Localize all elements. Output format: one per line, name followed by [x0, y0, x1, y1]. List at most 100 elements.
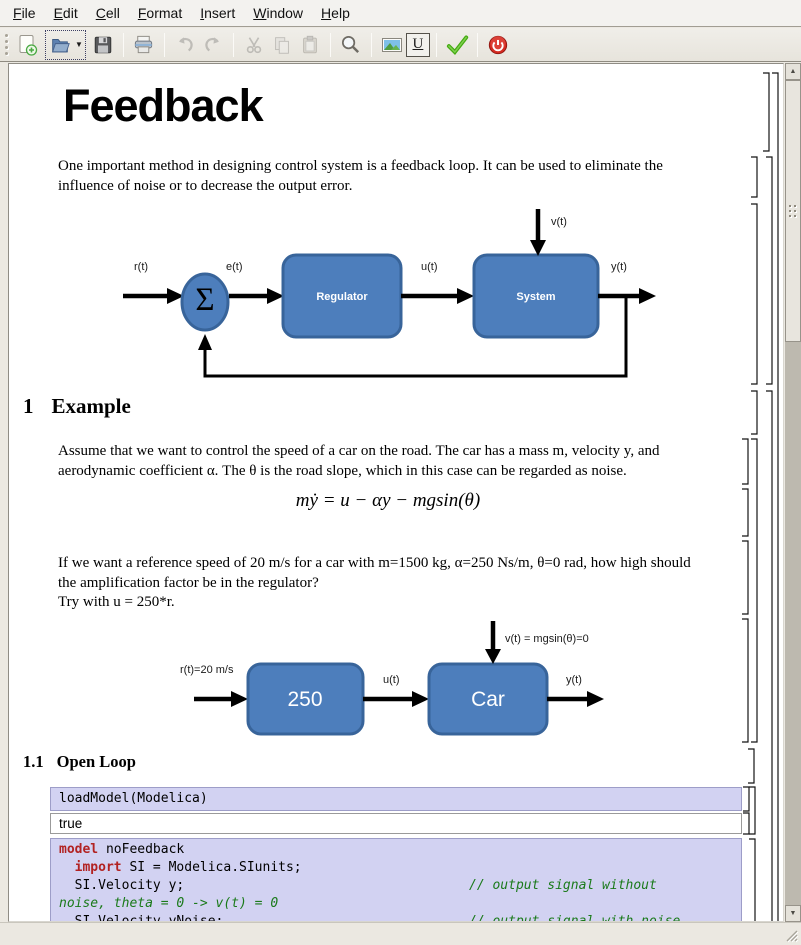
gain-block-label: 250 [287, 688, 323, 711]
copy-button [268, 31, 296, 59]
car-equation[interactable]: mẏ = u − αy − mgsin(θ) [295, 490, 481, 511]
diagram1-label-v: v(t) [551, 216, 567, 228]
intro-group-bracket [766, 156, 773, 385]
scroll-down-arrow-icon: ▼ [789, 910, 797, 917]
toolbar-separator [163, 32, 165, 57]
open-button-group: ▼ [45, 29, 86, 60]
printer-icon [135, 35, 153, 54]
paste-button [296, 31, 324, 59]
diagram2-label-u: u(t) [383, 674, 400, 686]
equation-cell-bracket [742, 488, 749, 537]
code-comment: // output signal with noise [469, 914, 681, 922]
scrollbar-thumb[interactable] [785, 80, 801, 342]
notebook-document: Feedback One important method in designi… [8, 63, 784, 922]
stop-button[interactable] [484, 31, 512, 59]
scissors-icon [246, 36, 262, 53]
loadmodel-group-bracket [749, 786, 756, 835]
diagram1-label-u: u(t) [421, 261, 438, 273]
intro-paragraph-cell-bracket [751, 156, 758, 198]
model-cell-bracket [749, 838, 756, 921]
toolbar-separator [435, 32, 437, 57]
diagram1-cell-bracket [751, 203, 758, 385]
open-file-button[interactable] [48, 31, 72, 59]
toolbar-separator [122, 32, 124, 57]
example-content-group-bracket [751, 438, 758, 743]
toolbar-separator [232, 32, 234, 57]
menu-help[interactable]: Help [321, 5, 350, 21]
open-loop-diagram-shapes [194, 621, 604, 736]
diagram1-label-r: r(t) [134, 261, 149, 273]
menu-cell[interactable]: Cell [95, 5, 120, 21]
page-title[interactable]: Feedback [63, 80, 264, 131]
keyword-model: model [59, 842, 99, 857]
green-check-icon [446, 34, 469, 55]
menu-file[interactable]: File [13, 5, 36, 21]
code-comment: // output signal without [469, 878, 657, 893]
new-document-icon [19, 34, 38, 56]
document-group-bracket [772, 72, 779, 921]
save-button[interactable] [89, 31, 117, 59]
menu-bar: File Edit Cell Format Insert Window Help [0, 0, 801, 27]
status-bar [0, 922, 801, 945]
output-cell-true[interactable]: true [50, 813, 742, 834]
example-heading-cell-bracket [751, 390, 758, 435]
feedback-diagram-shapes [123, 209, 656, 378]
assume-paragraph[interactable]: Assume that we want to control the speed… [58, 443, 660, 479]
scroll-up-button[interactable]: ▲ [785, 63, 801, 80]
regulator-block-label: Regulator [316, 291, 368, 303]
loadmodel-cell-bracket [743, 786, 750, 812]
car-block-label: Car [471, 688, 505, 711]
redo-button [199, 31, 227, 59]
window-resize-grip[interactable] [785, 929, 799, 943]
true-output-cell-bracket [743, 812, 750, 835]
menu-insert[interactable]: Insert [200, 5, 236, 21]
toolbar-separator [370, 32, 372, 57]
image-icon [381, 37, 402, 52]
diagram1-label-y: y(t) [611, 261, 627, 273]
print-button[interactable] [130, 31, 158, 59]
system-block-label: System [516, 291, 556, 303]
question-paragraph-cell-bracket [742, 540, 749, 615]
cut-button [240, 31, 268, 59]
scroll-down-button[interactable]: ▼ [785, 905, 801, 922]
undo-button [171, 31, 199, 59]
question-paragraph[interactable]: If we want a reference speed of 20 m/s f… [58, 555, 691, 610]
feedback-diagram[interactable]: Σ r(t) e(t) u(t) v(t) y(t) Regulator Sys… [109, 204, 669, 386]
keyword-import: import [74, 860, 122, 875]
power-stop-icon [488, 35, 508, 54]
menu-edit[interactable]: Edit [53, 5, 78, 21]
input-cell-model[interactable]: model noFeedback import SI = Modelica.SI… [50, 838, 742, 922]
menu-format[interactable]: Format [137, 5, 183, 21]
diagram2-label-r: r(t)=20 m/s [180, 664, 234, 676]
diagram2-cell-bracket [742, 618, 749, 743]
insert-image-button[interactable] [378, 31, 406, 59]
search-button[interactable] [337, 31, 365, 59]
open-loop-diagram[interactable]: r(t)=20 m/s u(t) v(t) = mgsin(θ)=0 y(t) … [171, 616, 621, 746]
toolbar-separator [476, 32, 478, 57]
cell-brackets[interactable] [735, 64, 784, 922]
input-cell-loadmodel[interactable]: loadModel(Modelica) [50, 787, 742, 811]
scrollbar-grip-icon [789, 204, 797, 218]
paste-clipboard-icon [303, 35, 317, 53]
intro-paragraph[interactable]: One important method in designing contro… [58, 158, 663, 194]
vertical-scrollbar[interactable]: ▲ ▼ [785, 63, 801, 922]
diagram1-label-e: e(t) [226, 261, 243, 273]
redo-icon [205, 36, 219, 51]
title-cell-bracket [763, 72, 770, 152]
copy-icon [275, 36, 289, 54]
open-loop-heading-cell-bracket [748, 748, 755, 784]
open-dropdown-arrow[interactable]: ▼ [75, 40, 83, 49]
underline-glyph: U [412, 36, 424, 52]
diagram2-label-y: y(t) [566, 674, 582, 686]
toolbar-separator [329, 32, 331, 57]
new-document-button[interactable] [14, 31, 42, 59]
code-comment-wrap: noise, theta = 0 -> v(t) = 0 [59, 896, 279, 911]
toolbar-drag-handle[interactable] [2, 32, 11, 58]
underline-button[interactable]: U [405, 32, 430, 57]
menu-window[interactable]: Window [253, 5, 304, 21]
evaluate-button[interactable] [443, 31, 471, 59]
summation-sigma: Σ [195, 282, 215, 319]
